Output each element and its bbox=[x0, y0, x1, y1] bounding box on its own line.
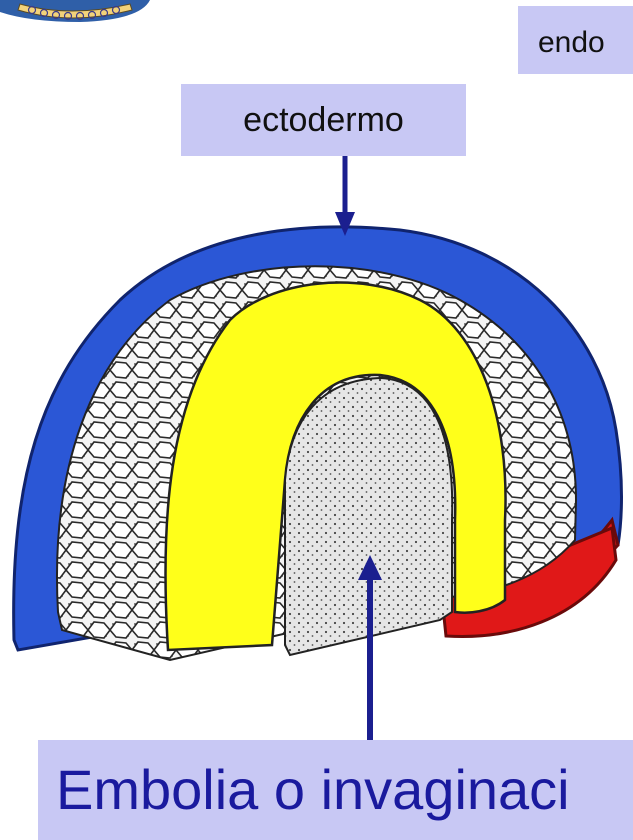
arrow-to-ectoderm bbox=[335, 156, 355, 236]
gastrula bbox=[14, 227, 622, 660]
blastula-partial-icon bbox=[0, 0, 150, 22]
caption-banner: Embolia o invaginaci bbox=[38, 740, 633, 840]
ectoderm-label: ectodermo bbox=[181, 84, 466, 156]
endoderm-label-partial: endo bbox=[518, 6, 633, 74]
